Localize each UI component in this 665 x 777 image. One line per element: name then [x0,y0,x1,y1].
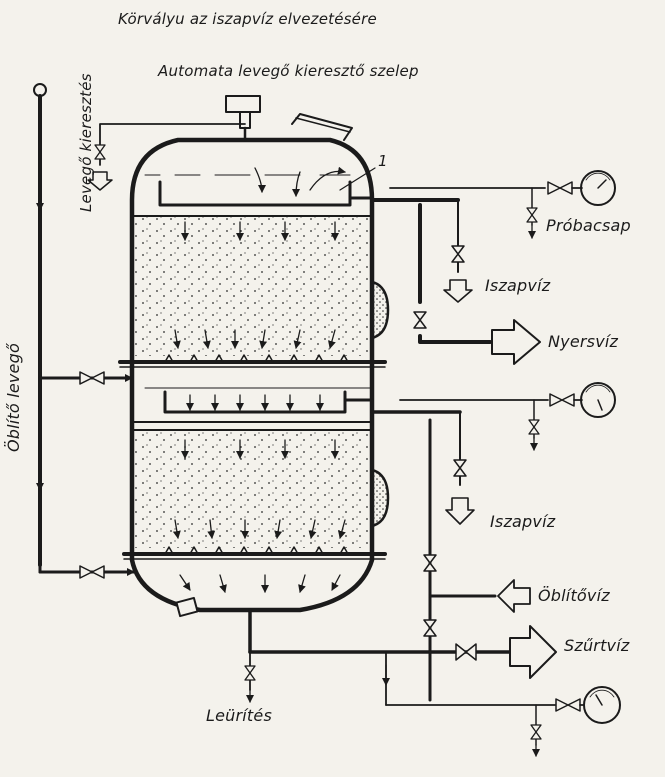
upper-outlet-piping [370,170,616,365]
callout-leader [339,167,376,191]
air-release-line [87,123,246,191]
lower-filter-bed [133,429,371,548]
lower-nozzle-plate [122,546,387,560]
lower-piping [244,554,621,757]
collection-trough [158,180,374,207]
air-release-valve [225,95,261,142]
upper-filter-bed [133,215,371,356]
flow-arrows [172,166,346,593]
bottom-drain-stub [175,596,199,618]
sight-glasses [370,280,390,528]
manhole [291,113,353,141]
middle-water-zone [133,387,374,423]
upper-nozzle-plate [118,354,387,368]
flushing-air-line [33,83,142,579]
